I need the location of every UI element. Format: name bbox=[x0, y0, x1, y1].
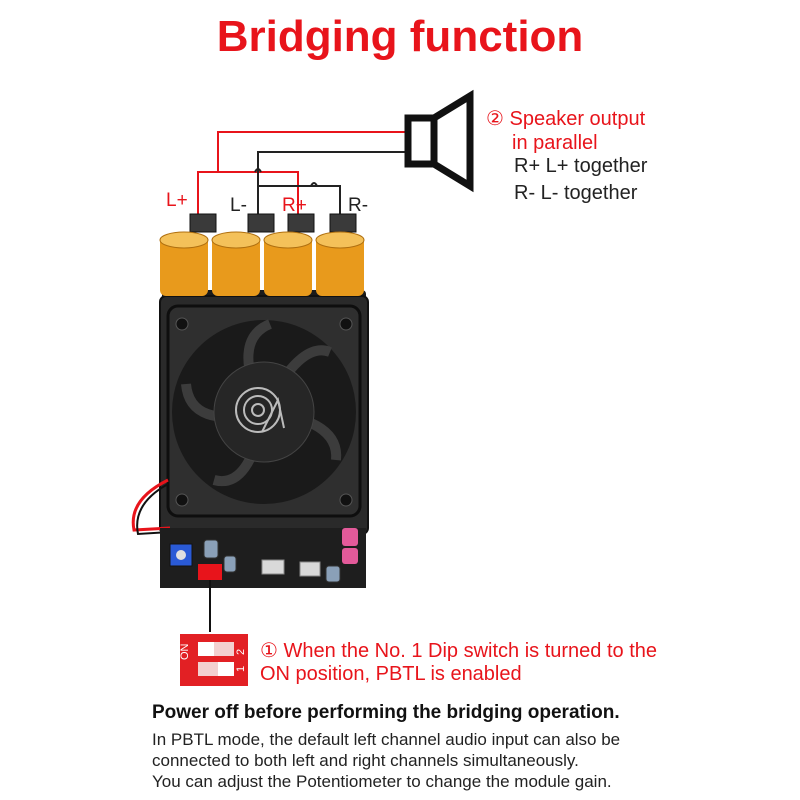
terminal-label-r-minus: R- bbox=[348, 195, 369, 216]
terminal-block bbox=[189, 213, 357, 233]
black-wiring bbox=[254, 151, 408, 222]
dip-pos-2: 2 bbox=[235, 649, 247, 655]
terminal-label-l-minus: L- bbox=[230, 195, 247, 216]
dip-note-line1: ① When the No. 1 Dip switch is turned to… bbox=[260, 640, 658, 662]
info-line: connected to both left and right channel… bbox=[152, 751, 579, 770]
capacitor bbox=[263, 231, 313, 296]
capacitors bbox=[159, 231, 365, 296]
capacitor bbox=[159, 231, 209, 296]
capacitor bbox=[315, 231, 365, 296]
speaker-icon bbox=[404, 89, 474, 193]
dip-note-line2: ON position, PBTL is enabled bbox=[260, 663, 522, 685]
fan-logo-icon bbox=[235, 387, 285, 433]
warning-text: Power off before performing the bridging… bbox=[152, 702, 620, 723]
speaker-note-title: ② Speaker output bbox=[486, 108, 646, 130]
info-line: In PBTL mode, the default left channel a… bbox=[152, 730, 621, 749]
dip-switch bbox=[180, 634, 248, 686]
dip-on-label: ON bbox=[179, 643, 191, 660]
speaker-note-negative: R- L- together bbox=[514, 182, 638, 204]
cooling-fan bbox=[166, 304, 362, 518]
terminal-label-r-plus: R+ bbox=[282, 195, 307, 216]
info-line: You can adjust the Potentiometer to chan… bbox=[152, 772, 612, 791]
speaker-note-subtitle: in parallel bbox=[512, 132, 598, 154]
dip-switch-small bbox=[198, 564, 222, 580]
fan-cable bbox=[131, 478, 171, 532]
speaker-note-positive: R+ L+ together bbox=[514, 155, 648, 177]
terminal-label-l-plus: L+ bbox=[166, 190, 188, 211]
capacitor bbox=[211, 231, 261, 296]
dip-pos-1: 1 bbox=[235, 666, 247, 672]
red-wiring bbox=[197, 131, 408, 222]
page-title: Bridging function bbox=[216, 12, 584, 61]
